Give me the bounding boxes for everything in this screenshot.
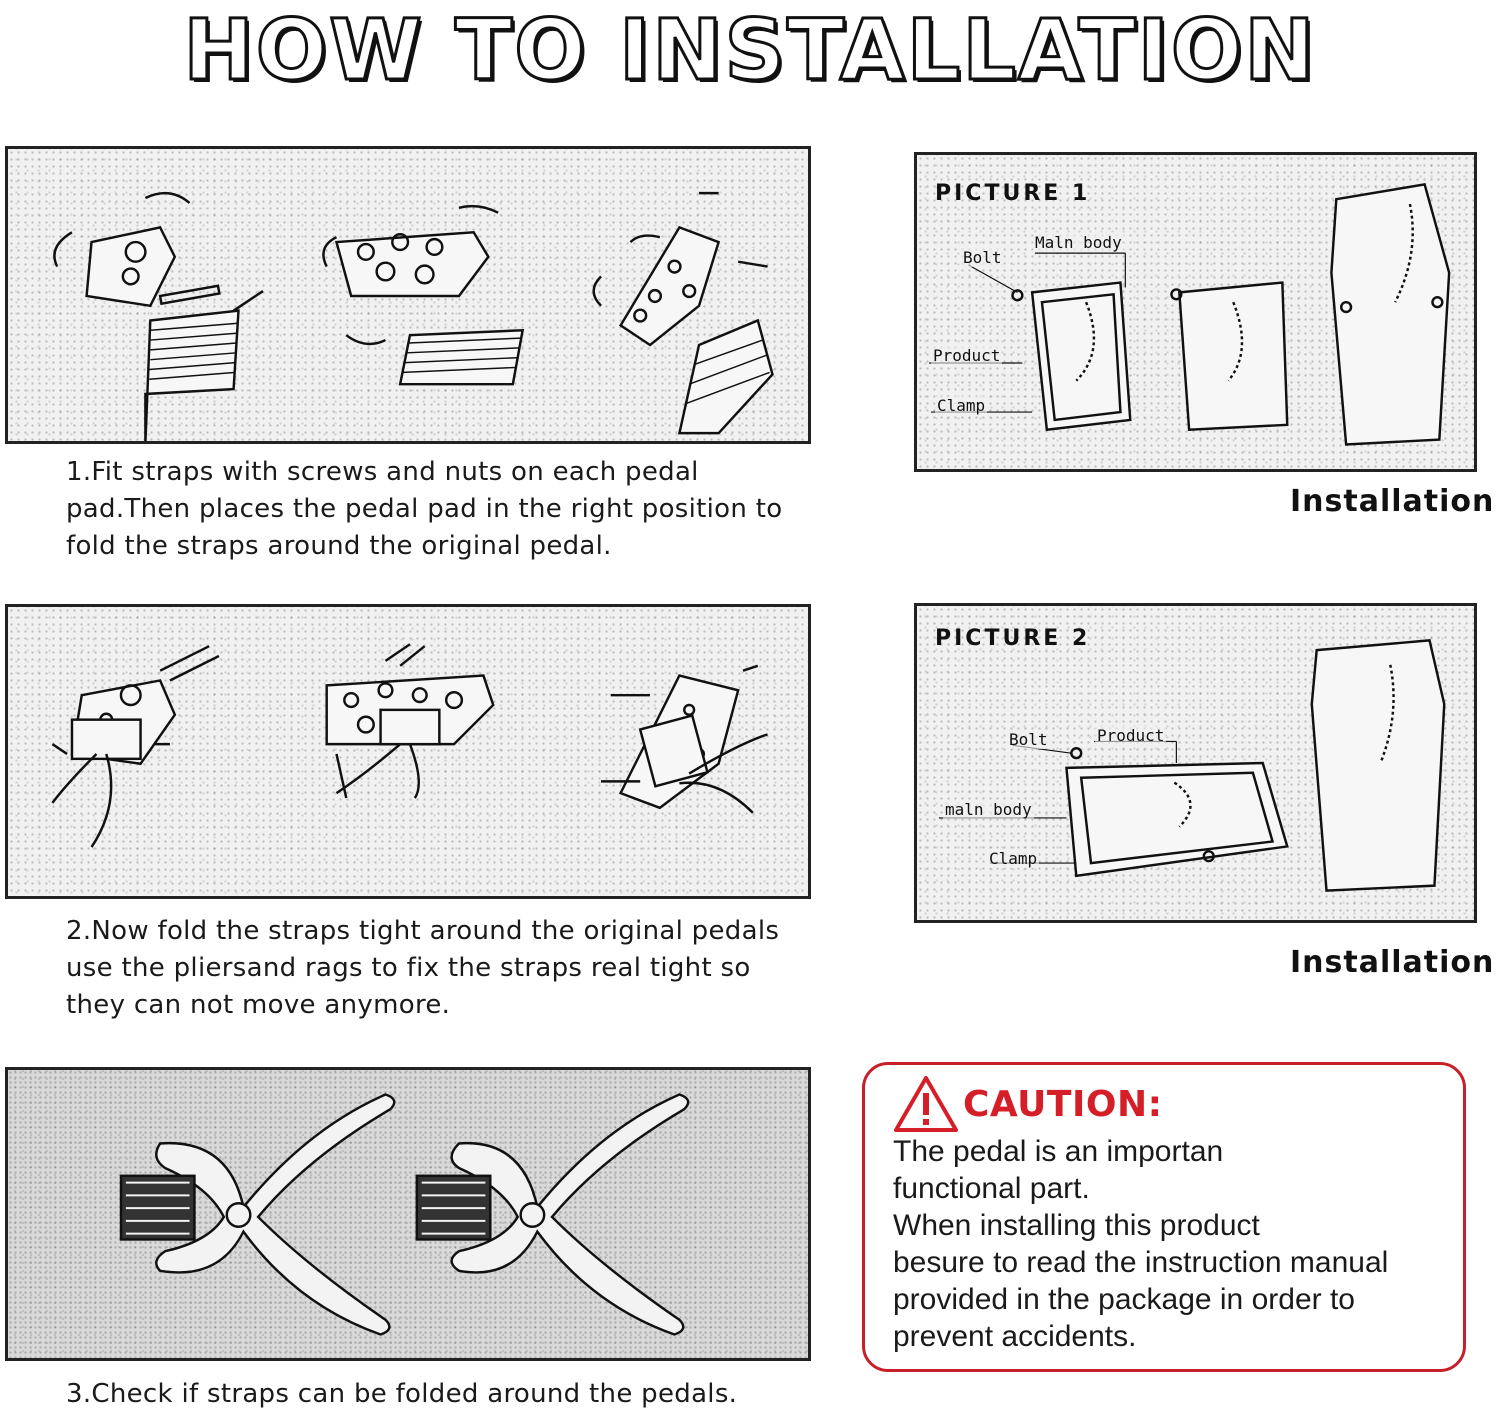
picture-2-clamp-label: Clamp — [987, 849, 1040, 868]
picture-1-caption: Installation — [1290, 484, 1495, 519]
picture-2-diagram — [938, 639, 1446, 892]
caution-line: functional part. — [893, 1172, 1090, 1205]
step-2-instructions: 2.Now fold the straps tight around the o… — [66, 916, 780, 1020]
picture-1-title: PICTURE 1 — [935, 181, 1091, 206]
page-title: HOW TO INSTALLATION — [182, 1, 1317, 100]
step-3-illustration — [5, 1067, 811, 1361]
picture-1-panel: PICTURE 1 Bolt Maln body Product Clamp — [914, 152, 1477, 472]
picture-2-product-label: Product — [1095, 726, 1167, 745]
caution-notice: CAUTION: The pedal is an importan functi… — [862, 1062, 1466, 1372]
caution-line: The pedal is an importan — [893, 1135, 1224, 1168]
picture-1-clamp-label: Clamp — [935, 396, 988, 415]
picture-2-panel: PICTURE 2 Bolt Product maln body Clamp — [914, 603, 1477, 923]
caution-line: prevent accidents. — [893, 1320, 1137, 1353]
picture-2-main-body-label: maln body — [943, 800, 1034, 819]
caution-line: besure to read the instruction manual — [893, 1246, 1389, 1279]
step-2-illustration — [5, 604, 811, 899]
picture-2-caption: Installation — [1290, 945, 1495, 980]
strap-fold-check-diagram — [119, 1093, 690, 1336]
picture-1-product-label: Product — [931, 346, 1003, 365]
picture-1-main-body-label: Maln body — [1033, 233, 1124, 252]
pliers-folding-diagram — [51, 643, 768, 848]
caution-text: The pedal is an importan functional part… — [893, 1133, 1463, 1355]
caution-title: CAUTION: — [963, 1083, 1163, 1125]
warning-triangle-icon — [893, 1075, 959, 1133]
step-1-illustration — [5, 146, 811, 444]
picture-1-bolt-label: Bolt — [961, 248, 1004, 267]
picture-2-title: PICTURE 2 — [935, 626, 1091, 651]
picture-2-bolt-label: Bolt — [1007, 730, 1050, 749]
caution-line: When installing this product — [893, 1209, 1260, 1242]
caution-header: CAUTION: — [893, 1075, 1163, 1133]
picture-1-diagram — [929, 183, 1451, 446]
step-1-instructions: 1.Fit straps with screws and nuts on eac… — [66, 457, 783, 561]
step-3-instructions: 3.Check if straps can be folded around t… — [66, 1379, 738, 1409]
caution-line: provided in the package in order to — [893, 1283, 1355, 1316]
pedal-pad-fitting-diagram — [53, 191, 774, 441]
